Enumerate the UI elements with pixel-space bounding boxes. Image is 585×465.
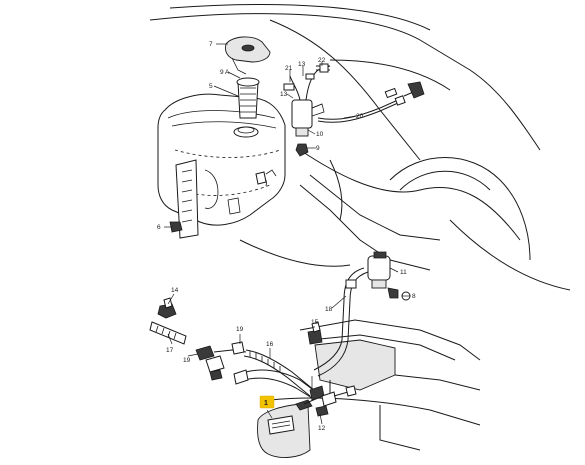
label-5: 5 — [209, 83, 213, 90]
label-11: 11 — [400, 269, 407, 276]
hose-17 — [149, 321, 187, 345]
label-18: 18 — [325, 306, 333, 313]
reservoir-grommets — [169, 169, 277, 233]
label-9a: 9 A — [220, 69, 230, 76]
label-22: 22 — [318, 57, 326, 64]
clip-15 — [307, 321, 323, 345]
filler-strainer — [236, 77, 260, 119]
label-17: 17 — [166, 347, 174, 354]
label-12: 12 — [318, 425, 326, 432]
leader-lines — [164, 43, 410, 425]
label-6: 6 — [157, 224, 161, 231]
label-13-top: 13 — [298, 61, 306, 68]
label-10: 10 — [316, 131, 324, 138]
hose-18 — [313, 267, 369, 377]
reservoir-cap — [225, 36, 271, 75]
label-7: 7 — [209, 41, 213, 48]
label-13-mid: 13 — [280, 91, 288, 98]
label-14: 14 — [171, 287, 179, 294]
label-1: 1 — [264, 400, 268, 407]
part-labels: 7 9 A 5 21 13 22 13 10 9 20 6 11 8 18 14… — [157, 41, 416, 432]
connector-9 — [295, 143, 309, 157]
label-19-mid: 19 — [236, 326, 244, 333]
label-20: 20 — [356, 113, 364, 120]
valve-left — [195, 341, 249, 385]
label-8: 8 — [412, 293, 416, 300]
fittings-12 — [309, 385, 357, 417]
label-16: 16 — [266, 341, 274, 348]
part-1-reservoir — [257, 397, 319, 458]
lower-pump — [367, 251, 411, 301]
hose-top-right — [316, 63, 425, 123]
hose-16 — [243, 349, 317, 399]
label-15: 15 — [311, 319, 319, 326]
label-21: 21 — [285, 65, 293, 72]
label-9: 9 — [316, 145, 320, 152]
clip-14 — [157, 297, 177, 319]
highlight-marker-1[interactable]: 1 — [259, 395, 275, 409]
car-body-outline — [149, 3, 571, 451]
washer-pump-top — [283, 65, 331, 137]
label-19-left: 19 — [183, 357, 191, 364]
washer-reservoir — [157, 93, 286, 239]
